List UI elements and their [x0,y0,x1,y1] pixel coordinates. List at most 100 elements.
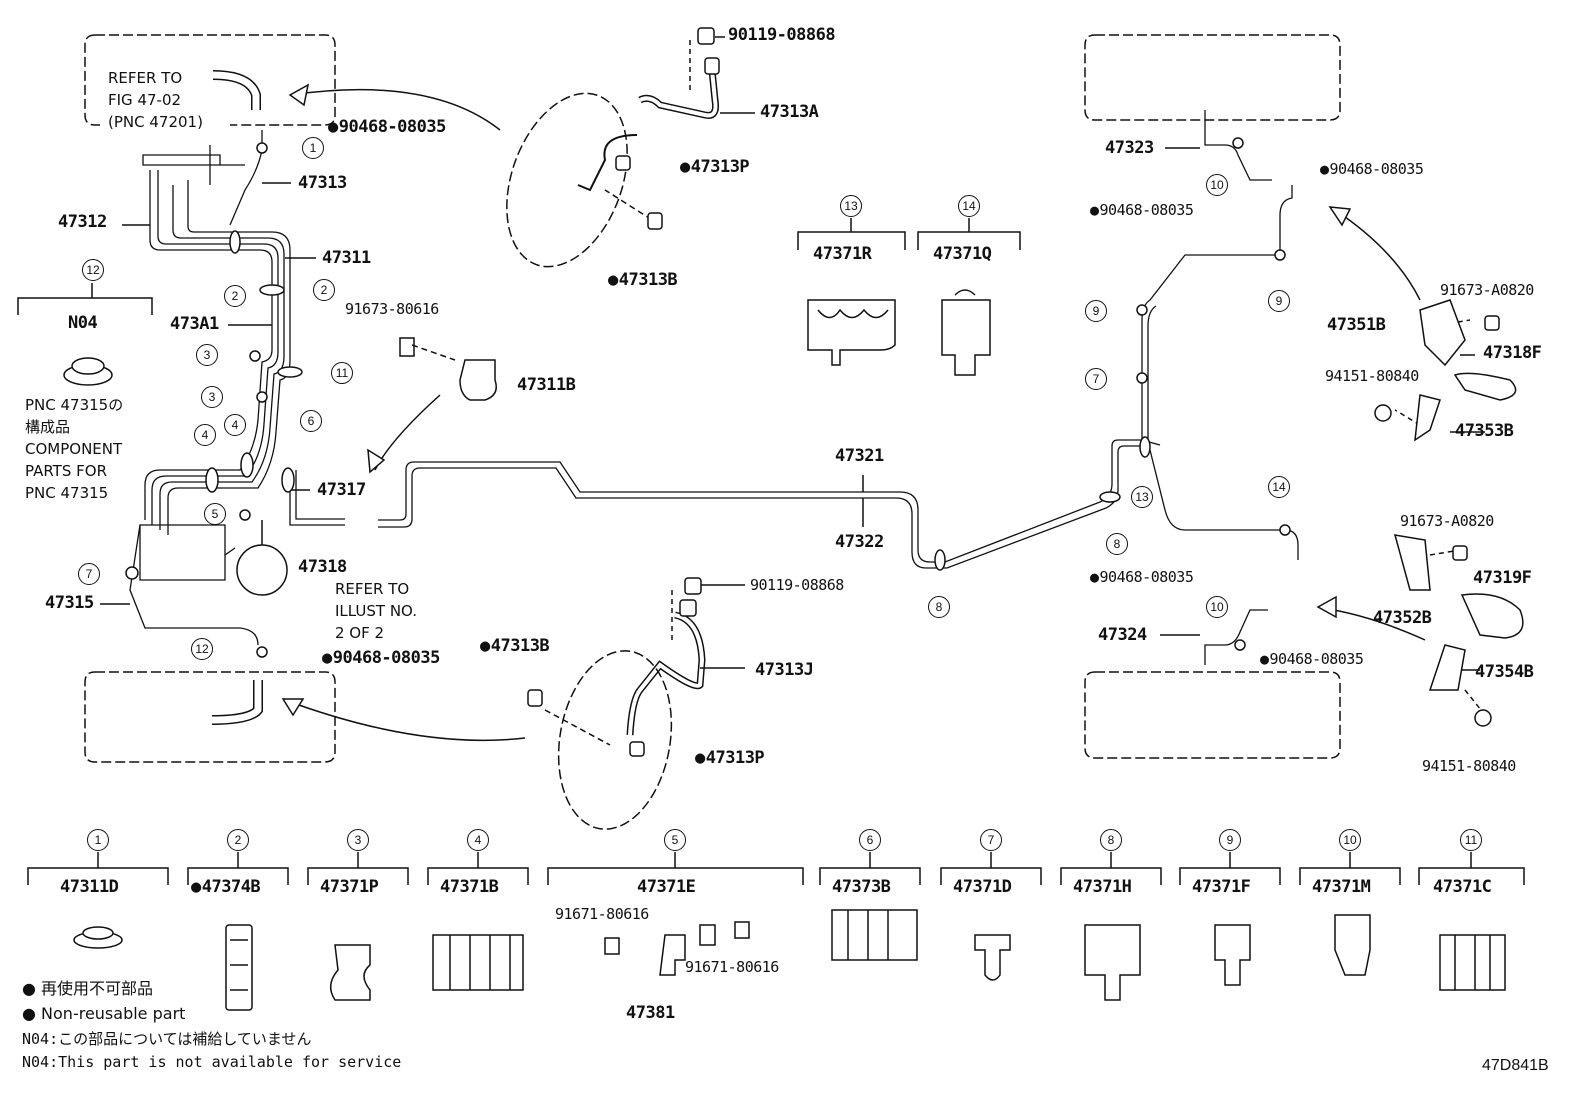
callout-10b: 10 [1206,596,1228,618]
callout-7-right: 7 [1085,368,1107,390]
callout-11: 11 [331,362,353,384]
part-label-94151-80840-b: 94151-80840 [1422,757,1516,775]
callout-8b: 8 [928,596,950,618]
legend-n04-en: N04:This part is not available for servi… [22,1053,402,1071]
part-label-90119-08868-bottom: 90119-08868 [750,576,844,594]
part-label-47351B: 47351B [1327,315,1386,335]
callout-14-top: 14 [958,195,980,217]
part-label-94151-80840-a: 94151-80840 [1325,367,1419,385]
part-label-473A1: 473A1 [170,314,219,334]
callout-10a: 10 [1206,174,1228,196]
bottom-callout-11: 11 [1460,829,1482,851]
callout-9a: 9 [1085,300,1107,322]
bottom-part-label-47371D: 47371D [953,877,1012,897]
callout-14-right: 14 [1268,476,1290,498]
part-label-47313: 47313 [298,173,347,193]
part-label-90468-top-left: 90468-08035 [328,117,447,137]
part-label-90468-right-2: 90468-08035 [1090,201,1194,219]
bottom-part-label-47373B: 47373B [832,877,891,897]
part-label-47324: 47324 [1098,625,1147,645]
callout-5: 5 [204,503,226,525]
part-label-91671-80616-left: 91671-80616 [555,905,649,923]
callout-12: 12 [82,259,104,281]
ref-box-bottom-left [84,671,336,763]
part-label-47318F: 47318F [1483,343,1542,363]
callout-12b: 12 [191,638,213,660]
bottom-callout-8: 8 [1100,829,1122,851]
bottom-part-label-47374B: 47374B [191,877,261,897]
part-label-91673-A0820-a: 91673-A0820 [1440,281,1534,299]
part-label-91673-80616: 91673-80616 [345,300,439,318]
callout-1: 1 [302,137,324,159]
part-label-47311B: 47311B [517,375,576,395]
part-label-91671-80616-right: 91671-80616 [685,958,779,976]
callout-8a: 8 [1106,533,1128,555]
bottom-part-label-47371B: 47371B [440,877,499,897]
bottom-callout-6: 6 [859,829,881,851]
part-label-47381: 47381 [626,1003,675,1023]
part-label-90468-bottom-left: 90468-08035 [322,648,441,668]
bottom-part-label-47371E: 47371E [637,877,696,897]
ref-box-top-right [1084,34,1341,121]
callout-4a: 4 [194,424,216,446]
bottom-part-label-47371M: 47371M [1312,877,1371,897]
part-label-47313B-top: 47313B [608,270,678,290]
part-label-90119-08868-top: 90119-08868 [728,25,836,45]
callout-13-top: 13 [840,195,862,217]
part-label-47323: 47323 [1105,138,1154,158]
legend-n04-jp: N04:この部品については補給していません [22,1030,312,1048]
part-label-47371Q: 47371Q [933,244,992,264]
part-label-47318: 47318 [298,557,347,577]
part-label-N04: N04 [68,313,98,333]
callout-13-right: 13 [1131,486,1153,508]
part-label-47322: 47322 [835,532,884,552]
part-label-91673-A0820-b: 91673-A0820 [1400,512,1494,530]
bottom-part-label-47371C: 47371C [1433,877,1492,897]
bottom-part-label-47371F: 47371F [1192,877,1251,897]
part-label-47313A: 47313A [760,102,819,122]
bottom-callout-5: 5 [664,829,686,851]
part-label-47311: 47311 [322,248,371,268]
bottom-callout-7: 7 [980,829,1002,851]
bottom-callout-3: 3 [347,829,369,851]
callout-9b: 9 [1268,290,1290,312]
part-label-47312: 47312 [58,212,107,232]
part-label-47354B: 47354B [1475,662,1534,682]
callout-3a: 3 [196,344,218,366]
callout-7-left: 7 [78,563,100,585]
part-label-47353B: 47353B [1455,421,1514,441]
bottom-callout-2: 2 [227,829,249,851]
part-label-47371R: 47371R [813,244,872,264]
callout-2a: 2 [224,285,246,307]
bottom-callout-9: 9 [1219,829,1241,851]
bottom-part-label-47371H: 47371H [1073,877,1132,897]
ref-box-bottom-right [1084,671,1341,759]
bottom-callout-1: 1 [87,829,109,851]
bottom-callout-10: 10 [1339,829,1361,851]
callout-3b: 3 [201,386,223,408]
bottom-part-label-47371P: 47371P [320,877,379,897]
part-label-47352B: 47352B [1373,608,1432,628]
bottom-callout-4: 4 [467,829,489,851]
figure-code: 47D841B [1482,1057,1549,1074]
part-label-90468-right-1: 90468-08035 [1320,160,1424,178]
callout-6: 6 [300,410,322,432]
part-label-47313J: 47313J [755,660,814,680]
part-label-47319F: 47319F [1473,568,1532,588]
callout-2b: 2 [313,279,335,301]
callout-4b: 4 [224,414,246,436]
legend-nonreuse-en: ● Non-reusable part [22,1004,186,1023]
part-label-47321: 47321 [835,446,884,466]
legend-nonreuse-jp: ● 再使用不可部品 [22,979,154,998]
bottom-part-label-47311D: 47311D [60,877,119,897]
part-label-90468-right-3: 90468-08035 [1090,568,1194,586]
part-label-47317: 47317 [317,480,366,500]
part-label-90468-right-4: 90468-08035 [1260,650,1364,668]
part-label-47315: 47315 [45,593,94,613]
part-label-47313P-top: 47313P [680,157,750,177]
part-label-47313B-bottom: 47313B [480,636,550,656]
